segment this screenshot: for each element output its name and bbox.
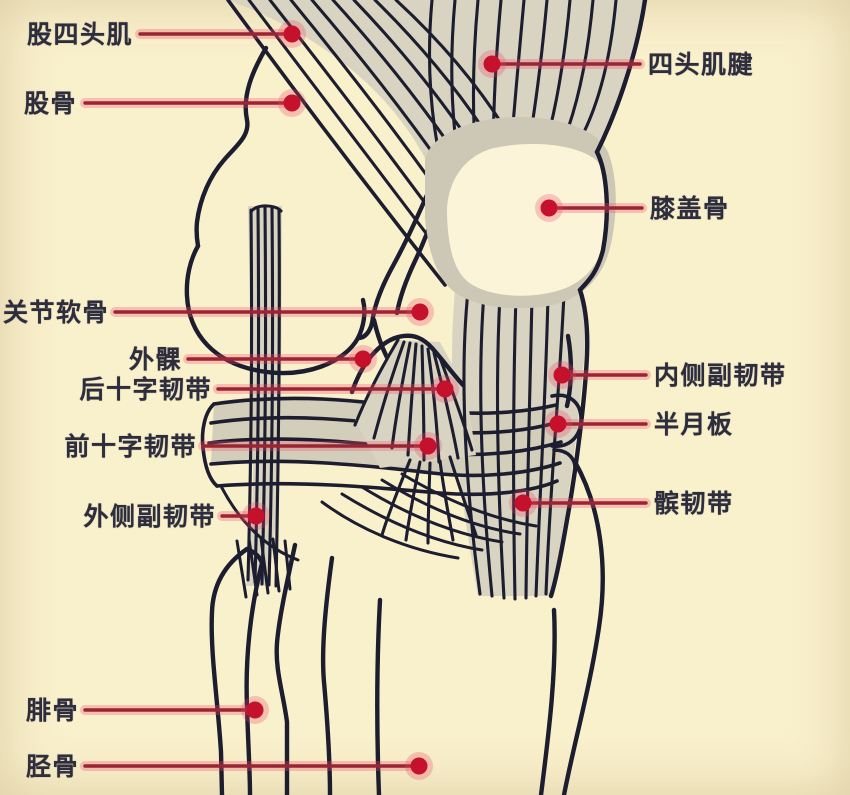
patellar-ligament-fibers [462, 289, 566, 601]
label-posterior-cruciate-ligament: 后十字韧带 [79, 374, 212, 404]
medial-meniscus-edge [550, 333, 583, 472]
label-patella: 膝盖骨 [650, 193, 730, 223]
lateral-condyle-marker-dot [354, 350, 372, 368]
label-quadriceps: 股四头肌 [26, 19, 133, 49]
label-patellar-ligament: 髌韧带 [654, 488, 734, 518]
anterior-cruciate-ligament-marker-dot [419, 437, 437, 455]
label-articular-cartilage: 关节软骨 [2, 297, 109, 327]
quadriceps-marker-dot [283, 25, 301, 43]
fibula-marker-dot [246, 701, 264, 719]
lateral-collateral-ligament-marker-dot [247, 507, 265, 525]
label-femur: 股骨 [23, 88, 77, 118]
label-quadriceps-tendon: 四头肌腱 [648, 49, 755, 79]
label-tibia: 胫骨 [25, 751, 79, 781]
label-lateral-condyle: 外髁 [128, 344, 182, 374]
patella-shape [425, 0, 648, 599]
label-medial-collateral-ligament: 内侧副韧带 [654, 360, 787, 390]
meniscus-marker-dot [549, 415, 567, 433]
label-meniscus: 半月板 [654, 409, 734, 439]
quadriceps-tendon-marker-dot [483, 55, 501, 73]
fibula-outline [209, 536, 292, 795]
label-anterior-cruciate-ligament: 前十字韧带 [64, 431, 197, 461]
label-fibula: 腓骨 [25, 695, 79, 725]
articular-cartilage-marker-dot [411, 303, 429, 321]
cruciate-ligament-fans [349, 333, 478, 545]
label-lateral-collateral-ligament: 外侧副韧带 [83, 501, 216, 531]
tibia-marker-dot [410, 757, 428, 775]
posterior-cruciate-ligament-marker-dot [436, 380, 454, 398]
medial-collateral-ligament-marker-dot [553, 366, 571, 384]
patellar-ligament-marker-dot [514, 494, 532, 512]
lateral-collateral-ligament-band [246, 204, 283, 588]
femur-marker-dot [283, 94, 301, 112]
patella-marker-dot [540, 199, 558, 217]
